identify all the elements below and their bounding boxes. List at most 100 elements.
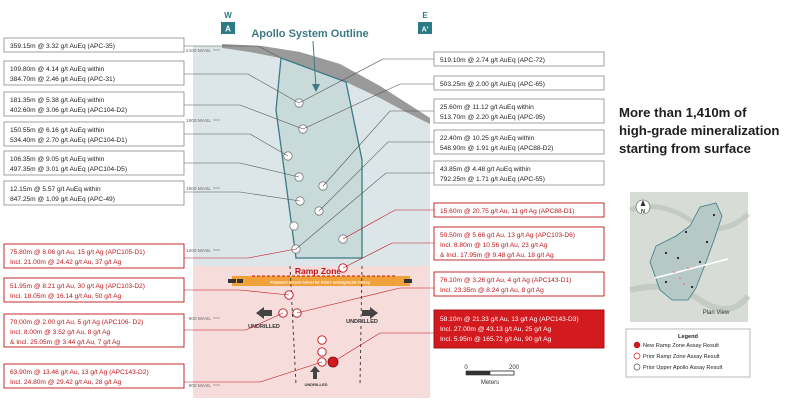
annotation-line: 106.35m @ 9.05 g/t AuEq within: [10, 156, 105, 163]
elevation-label: 600 MASL: [189, 383, 212, 389]
west-marker-letter: A: [225, 25, 231, 34]
undrilled-left-label: UNDRILLED: [248, 324, 280, 330]
title-pointer-arrowhead: [312, 84, 320, 92]
annotation-box: [3, 91, 185, 117]
headline-line: More than 1,410m of: [619, 105, 747, 120]
annotation-line: 12.15m @ 5.57 g/t AuEq within: [10, 186, 101, 193]
annotation-box: [433, 75, 605, 91]
elevation-label: 2100 MASL: [186, 48, 211, 54]
headline-line: high-grade mineralization: [619, 123, 780, 138]
annotation-box: [3, 37, 185, 53]
title-pointer-arrow: [312, 40, 317, 89]
legend-prior-upper-marker-icon: [633, 363, 641, 371]
undrilled-bottom-label: UNDRILLED: [304, 382, 327, 387]
annotation-box-red: [3, 243, 185, 269]
elevation-label: 1800 MASL: [186, 118, 211, 124]
annotation-box: [433, 51, 605, 67]
legend-title: Legend: [678, 334, 698, 340]
annotation-line: 50.50m @ 5.66 g/t Au, 13 g/t Ag (APC103-…: [440, 232, 575, 239]
annotation-box-red: [433, 226, 605, 261]
annotation-line: 75.80m @ 8.06 g/t Au, 15 g/t Ag (APC105-…: [10, 249, 145, 256]
legend-box: [625, 328, 751, 378]
annotation-line: Incl. 27.00m @ 43.13 g/t Au, 25 g/t Ag: [440, 326, 551, 333]
annotation-box: [3, 150, 185, 176]
annotation-box-red: [433, 271, 605, 297]
legend-item-label: Prior Ramp Zone Assay Result: [643, 354, 720, 360]
annotation-box-red: [3, 363, 185, 389]
annotation-box: [3, 180, 185, 206]
annotation-line: 497.35m @ 3.01 g/t AuEq (APC104-D5): [10, 166, 127, 173]
annotation-line: 847.25m @ 1.09 g/t AuEq (APC-49): [10, 196, 115, 203]
tunnel-vehicle-icon: [228, 279, 243, 283]
terrain-sky: [193, 40, 430, 118]
annotation-line: 384.70m @ 2.46 g/t AuEq (APC-31): [10, 76, 115, 83]
undrilled-left-arrow-icon: [256, 307, 272, 319]
annotation-line: Incl. 8.80m @ 10.56 g/t Au, 23 g/t Ag: [440, 242, 548, 249]
annotation-line: 792.25m @ 1.71 g/t AuEq (APC-55): [440, 176, 545, 183]
annotation-line: 503.25m @ 2.00 g/t AuEq (APC-65): [440, 81, 545, 88]
annotation-box-red: [3, 277, 185, 303]
east-label: E: [422, 11, 428, 20]
elevation-label: 1500 MASL: [186, 186, 211, 192]
annotation-box: [433, 160, 605, 186]
annotation-line: 402.60m @ 3.06 g/t AuEq (APC104-D2): [10, 107, 127, 114]
elevation-label: 900 MASL: [189, 316, 212, 322]
right-annotation-boxes: 519.10m @ 2.74 g/t AuEq (APC-72) 503.25m…: [433, 51, 605, 349]
annotation-line: 22.40m @ 10.25 g/t AuEq within: [440, 135, 535, 142]
annotation-line: 15.60m @ 20.75 g/t Au, 11 g/t Ag (APC88-…: [440, 208, 575, 215]
headline: More than 1,410m of high-grade mineraliz…: [619, 104, 789, 158]
annotation-line: 76.10m @ 3.26 g/t Au, 4 g/t Ag (APC143-D…: [440, 277, 571, 284]
elevation-label: 1200 MASL: [186, 248, 211, 254]
annotation-box-highlight: [433, 309, 605, 349]
annotation-line: 25.60m @ 11.12 g/t AuEq within: [440, 104, 534, 111]
annotation-line: 51.95m @ 8.21 g/t Au, 30 g/t Ag (APC103-…: [10, 283, 145, 290]
assay-point: [317, 335, 327, 345]
plan-view-label: Plan View: [703, 310, 730, 316]
annotation-line: & Incl. 25.05m @ 3.44 g/t Au, 7 g/t Ag: [10, 339, 120, 346]
apollo-system-title: Apollo System Outline: [251, 28, 368, 40]
undrilled-down-arrow-icon: [310, 366, 320, 379]
undrilled-right-label: UNDRILLED: [346, 319, 378, 325]
elevation-ticks: [213, 49, 220, 386]
section-lower-background: [193, 266, 430, 398]
legend-item-label: Prior Upper Apollo Assay Result: [643, 365, 723, 371]
assay-point: [317, 347, 327, 357]
annotation-line: 548.90m @ 1.91 g/t AuEq (APC88-D2): [440, 145, 553, 152]
annotation-box-red: [433, 202, 605, 218]
scale-bar: [465, 370, 515, 376]
plan-view-map: [629, 192, 751, 322]
annotation-line: & Incl. 17.95m @ 9.48 g/t Au, 18 g/t Ag: [440, 252, 554, 259]
annotation-box: [3, 60, 185, 86]
scale-end-label: 200: [509, 365, 520, 371]
annotation-line: 359.15m @ 3.32 g/t AuEq (APC-35): [10, 43, 115, 50]
ramp-tunnel-caption: Proposed access tunnel for future underg…: [270, 281, 370, 285]
annotation-line: 534.40m @ 2.70 g/t AuEq (APC104-D1): [10, 137, 127, 144]
assay-point: [289, 221, 299, 231]
annotation-box: [3, 121, 185, 147]
annotation-line: Incl. 24.80m @ 29.42 g/t Au, 28 g/t Ag: [10, 379, 121, 386]
annotation-line: 70.00m @ 2.00 g/t Au, 5 g/t Ag (APC106- …: [10, 319, 143, 326]
scale-start-label: 0: [464, 365, 468, 371]
annotation-box: [433, 129, 605, 155]
annotation-line: Incl. 21.00m @ 24.42 g/t Au, 37 g/t Ag: [10, 259, 121, 266]
annotation-line: 58.10m @ 21.33 g/t Au, 13 g/t Ag (APC143…: [440, 316, 579, 323]
leader-lines-red: [184, 209, 434, 383]
legend-item-label: New Ramp Zone Assay Result: [643, 343, 719, 349]
annotation-line: 63.90m @ 13.46 g/t Au, 13 g/t Ag (APC143…: [10, 369, 149, 376]
scale-unit-label: Meters: [481, 380, 499, 386]
annotation-line: Incl. 8.00m @ 3.52 g/t Au, 8 g/t Ag: [10, 329, 110, 336]
east-marker-letter: A': [422, 27, 429, 34]
annotation-line: Incl. 23.35m @ 8.24 g/t Au, 8 g/t Ag: [440, 287, 544, 294]
apollo-system-outline: [275, 57, 363, 259]
left-annotation-boxes: 359.15m @ 3.32 g/t AuEq (APC-35) 109.80m…: [3, 37, 185, 389]
west-label: W: [224, 11, 232, 20]
ramp-zone-band: [232, 276, 410, 286]
legend-prior-ramp-marker-icon: [633, 352, 641, 360]
annotation-line: 150.55m @ 6.16 g/t AuEq within: [10, 127, 105, 134]
leader-lines: [184, 45, 434, 250]
annotation-line: 109.80m @ 4.14 g/t AuEq within: [10, 66, 105, 73]
left-boundary-dashed: [289, 265, 297, 386]
west-section-marker: [221, 22, 235, 34]
headline-line: starting from surface: [619, 141, 751, 156]
